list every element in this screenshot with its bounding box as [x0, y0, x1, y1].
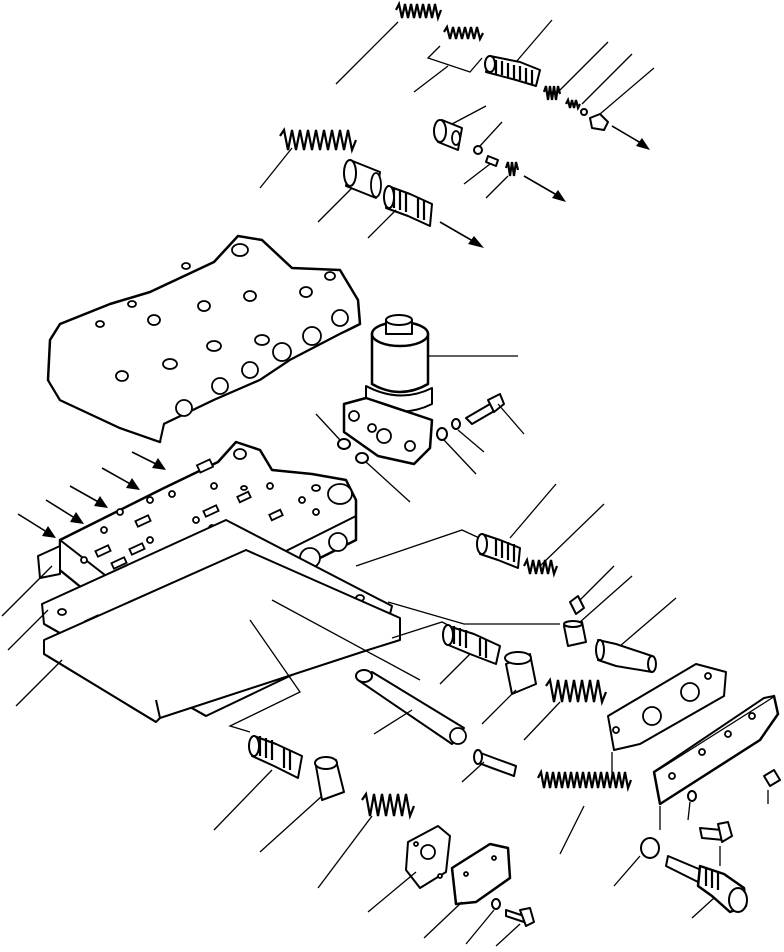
flow-arrows-left	[17, 451, 166, 538]
plug-bottom-right	[665, 855, 748, 919]
pin-right	[569, 565, 615, 615]
spool-top	[484, 19, 553, 87]
spring-long	[537, 768, 633, 855]
spring-top	[335, 0, 443, 85]
sleeve-center	[481, 651, 537, 725]
spool-upper	[367, 185, 484, 248]
cap-right	[563, 575, 633, 647]
bolt-bottom	[495, 907, 535, 947]
ball-top	[565, 53, 633, 116]
tube-center	[355, 669, 467, 745]
sleeve-bottom-left	[259, 756, 345, 853]
valve-body-upper	[46, 234, 362, 444]
washer-right	[687, 790, 697, 821]
washer-bottom	[465, 898, 501, 945]
spring-center	[523, 677, 608, 741]
plug-mid	[433, 105, 487, 151]
plug-small-mid	[485, 161, 566, 202]
spring-right-1	[523, 503, 605, 578]
plug-top	[589, 67, 655, 150]
bolt-right	[699, 821, 733, 866]
washer-solenoid	[436, 418, 485, 475]
sleeve-upper	[317, 159, 382, 223]
small-spring-right	[542, 41, 609, 101]
piston-right	[595, 597, 677, 673]
cover-right-gasket	[607, 663, 727, 780]
spool-right-1	[476, 483, 557, 569]
gasket-bottom	[367, 825, 451, 913]
spool-bottom-left	[213, 735, 303, 831]
solenoid-valve	[342, 314, 518, 466]
bolt-solenoid	[465, 393, 525, 435]
spring-bottom-left	[317, 791, 416, 889]
ball-mid	[473, 121, 503, 155]
gasket	[15, 549, 401, 723]
cover-right	[652, 694, 780, 830]
spring-large-upper	[259, 127, 358, 189]
o-ring-lower	[355, 452, 411, 503]
plug-cover-right	[763, 769, 781, 804]
small-spring-pack	[413, 24, 484, 93]
pin-mid	[463, 155, 499, 185]
cover-bottom	[423, 842, 512, 939]
o-ring-left	[315, 413, 351, 450]
spool-small-center	[461, 749, 517, 783]
spool-center	[439, 624, 501, 685]
o-ring-bottom	[613, 837, 660, 887]
